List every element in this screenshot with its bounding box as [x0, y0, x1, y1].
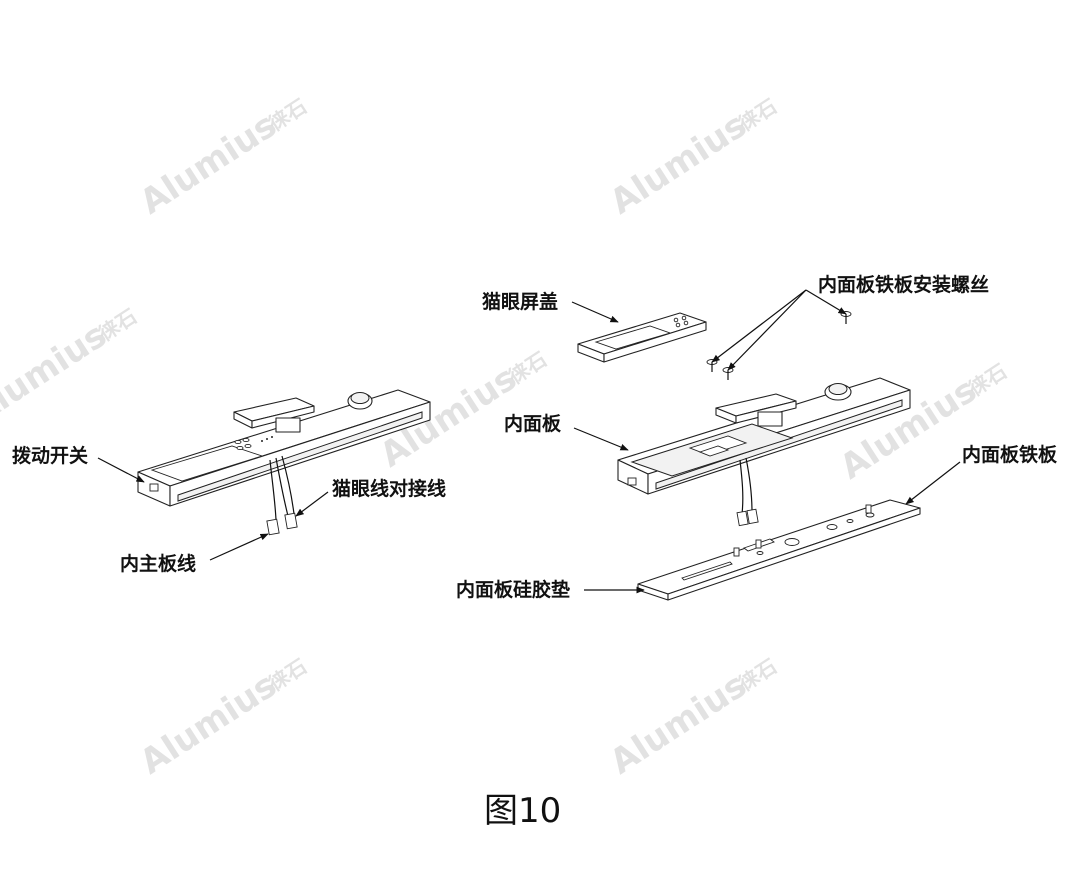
iron-plate [637, 499, 921, 595]
svg-text:Alumius: Alumius [133, 665, 284, 782]
inner-cables [736, 457, 759, 527]
svg-text:Alumius: Alumius [0, 315, 114, 432]
leader-lines [97, 289, 961, 594]
inner-knob [824, 383, 852, 401]
label-inner-board-cable: 内主板线 [120, 552, 196, 575]
label-peephole-cover: 猫眼屏盖 [482, 290, 558, 313]
label-iron-plate-screws: 内面板铁板安装螺丝 [818, 273, 989, 296]
label-inner-panel: 内面板 [504, 412, 562, 435]
peephole-cover-part [577, 312, 707, 363]
watermark: Alumius 徕石 [603, 94, 781, 223]
peephole-camera-block [233, 397, 315, 433]
svg-text:Alumius: Alumius [603, 105, 754, 222]
screen-window [150, 445, 264, 482]
label-toggle-switch: 拨动开关 [12, 444, 88, 467]
left-assembly [137, 389, 431, 536]
watermark: Alumius 徕石 [0, 304, 141, 433]
watermark: Alumius 徕石 [133, 94, 311, 223]
watermark-brand: Alumius [133, 105, 284, 222]
figure-caption: 图10 [484, 791, 561, 831]
watermark: Alumius 徕石 [133, 654, 311, 783]
inner-camera-block [715, 393, 797, 427]
cables [266, 455, 298, 536]
knob [347, 392, 373, 410]
watermark: Alumius 徕石 [603, 654, 781, 783]
indicator-dots [234, 436, 273, 451]
label-silicone-pad: 内面板硅胶垫 [456, 578, 570, 601]
light-strip [177, 411, 423, 502]
iron-plate-and-pad [637, 499, 921, 601]
right-assembly [577, 311, 921, 601]
inner-toggle-switch [627, 477, 637, 486]
inner-light-strip [655, 399, 903, 490]
svg-text:Alumius: Alumius [603, 665, 754, 782]
label-inner-panel-iron-plate: 内面板铁板 [962, 443, 1058, 466]
toggle-switch-part [149, 483, 159, 492]
label-peephole-cable: 猫眼线对接线 [332, 477, 446, 500]
